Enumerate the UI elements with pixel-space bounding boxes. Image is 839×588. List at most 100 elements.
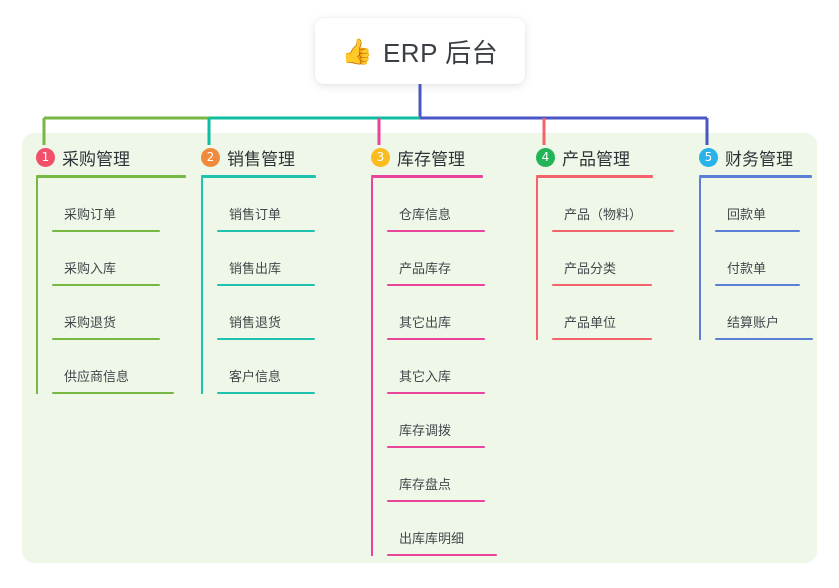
child-item[interactable]: 采购订单 (52, 178, 186, 232)
child-label: 库存调拨 (399, 423, 452, 438)
column-spine (371, 178, 373, 556)
child-label: 销售出库 (229, 261, 282, 276)
child-item[interactable]: 库存调拨 (387, 394, 485, 448)
column-header-1[interactable]: 1 采购管理 (36, 145, 186, 169)
child-rule (52, 230, 160, 232)
column-spine (201, 178, 203, 394)
child-item[interactable]: 销售订单 (217, 178, 316, 232)
child-rule (552, 284, 652, 286)
child-rule (552, 338, 652, 340)
column-title: 采购管理 (62, 149, 130, 169)
child-rule (217, 230, 315, 232)
child-rule (552, 230, 674, 232)
child-item[interactable]: 回款单 (715, 178, 812, 232)
child-label: 产品（物料） (564, 207, 643, 222)
child-item[interactable]: 产品（物料） (552, 178, 674, 232)
child-rule (387, 338, 485, 340)
thumbs-up-icon: 👍 (341, 36, 373, 66)
column-header-2[interactable]: 2 销售管理 (201, 145, 316, 169)
child-item[interactable]: 供应商信息 (52, 340, 186, 394)
child-label: 结算账户 (727, 315, 780, 330)
column-children: 仓库信息产品库存其它出库其它入库库存调拨库存盘点出库库明细 (371, 178, 497, 556)
child-label: 销售订单 (229, 207, 282, 222)
child-label: 供应商信息 (64, 369, 130, 384)
child-item[interactable]: 仓库信息 (387, 178, 485, 232)
child-rule (52, 392, 174, 394)
column-title: 库存管理 (397, 149, 465, 169)
child-rule (387, 500, 485, 502)
child-label: 产品库存 (399, 261, 452, 276)
column-2: 2 销售管理销售订单销售出库销售退货客户信息 (201, 145, 316, 394)
child-item[interactable]: 其它出库 (387, 286, 485, 340)
column-1: 1 采购管理采购订单采购入库采购退货供应商信息 (36, 145, 186, 394)
child-rule (217, 284, 315, 286)
child-rule (715, 284, 800, 286)
column-title: 财务管理 (725, 149, 793, 169)
root-node[interactable]: 👍 ERP 后台 (315, 18, 525, 84)
column-spine (36, 178, 38, 394)
child-item[interactable]: 产品库存 (387, 232, 485, 286)
child-label: 产品单位 (564, 315, 617, 330)
badge-number-icon: 3 (371, 147, 390, 167)
column-header-rule (201, 175, 316, 178)
child-label: 采购退货 (64, 315, 117, 330)
column-header-3[interactable]: 3 库存管理 (371, 145, 483, 169)
child-label: 客户信息 (229, 369, 282, 384)
column-children: 回款单付款单结算账户 (699, 178, 813, 340)
diagram-panel (22, 133, 817, 563)
child-item[interactable]: 采购退货 (52, 286, 186, 340)
child-item[interactable]: 付款单 (715, 232, 812, 286)
column-5: 5 财务管理回款单付款单结算账户 (699, 145, 813, 340)
child-rule (217, 338, 315, 340)
child-item[interactable]: 其它入库 (387, 340, 485, 394)
root-title: ERP 后台 (382, 37, 499, 68)
child-rule (387, 230, 485, 232)
column-header-rule (36, 175, 186, 178)
column-children: 采购订单采购入库采购退货供应商信息 (36, 178, 186, 394)
child-label: 仓库信息 (399, 207, 452, 222)
child-label: 销售退货 (229, 315, 282, 330)
child-rule (387, 284, 485, 286)
child-label: 其它出库 (399, 315, 452, 330)
badge-number-icon: 4 (536, 147, 555, 167)
child-label: 出库库明细 (399, 531, 465, 546)
child-item[interactable]: 结算账户 (715, 286, 813, 340)
child-rule (387, 446, 485, 448)
child-label: 采购入库 (64, 261, 117, 276)
child-rule (52, 284, 160, 286)
column-header-rule (536, 175, 653, 178)
child-label: 付款单 (727, 261, 767, 276)
child-item[interactable]: 产品单位 (552, 286, 653, 340)
badge-number-icon: 5 (699, 147, 718, 167)
child-item[interactable]: 采购入库 (52, 232, 186, 286)
child-rule (387, 392, 485, 394)
column-header-4[interactable]: 4 产品管理 (536, 145, 653, 169)
column-header-rule (371, 175, 483, 178)
column-spine (699, 178, 701, 340)
column-3: 3 库存管理仓库信息产品库存其它出库其它入库库存调拨库存盘点出库库明细 (371, 145, 497, 556)
column-children: 产品（物料） 产品分类产品单位 (536, 178, 674, 340)
badge-number-icon: 2 (201, 147, 220, 167)
child-item[interactable]: 产品分类 (552, 232, 653, 286)
child-label: 采购订单 (64, 207, 117, 222)
child-rule (715, 230, 800, 232)
child-label: 其它入库 (399, 369, 452, 384)
child-rule (715, 338, 813, 340)
column-children: 销售订单销售出库销售退货客户信息 (201, 178, 316, 394)
column-header-rule (699, 175, 812, 178)
child-label: 库存盘点 (399, 477, 452, 492)
child-item[interactable]: 销售退货 (217, 286, 316, 340)
child-item[interactable]: 销售出库 (217, 232, 316, 286)
column-title: 产品管理 (562, 149, 630, 169)
badge-number-icon: 1 (36, 147, 55, 167)
child-item[interactable]: 出库库明细 (387, 502, 497, 556)
column-header-5[interactable]: 5 财务管理 (699, 145, 812, 169)
child-rule (387, 554, 497, 556)
column-spine (536, 178, 538, 340)
child-rule (52, 338, 160, 340)
child-item[interactable]: 客户信息 (217, 340, 316, 394)
column-title: 销售管理 (227, 149, 295, 169)
child-label: 回款单 (727, 207, 767, 222)
child-item[interactable]: 库存盘点 (387, 448, 485, 502)
